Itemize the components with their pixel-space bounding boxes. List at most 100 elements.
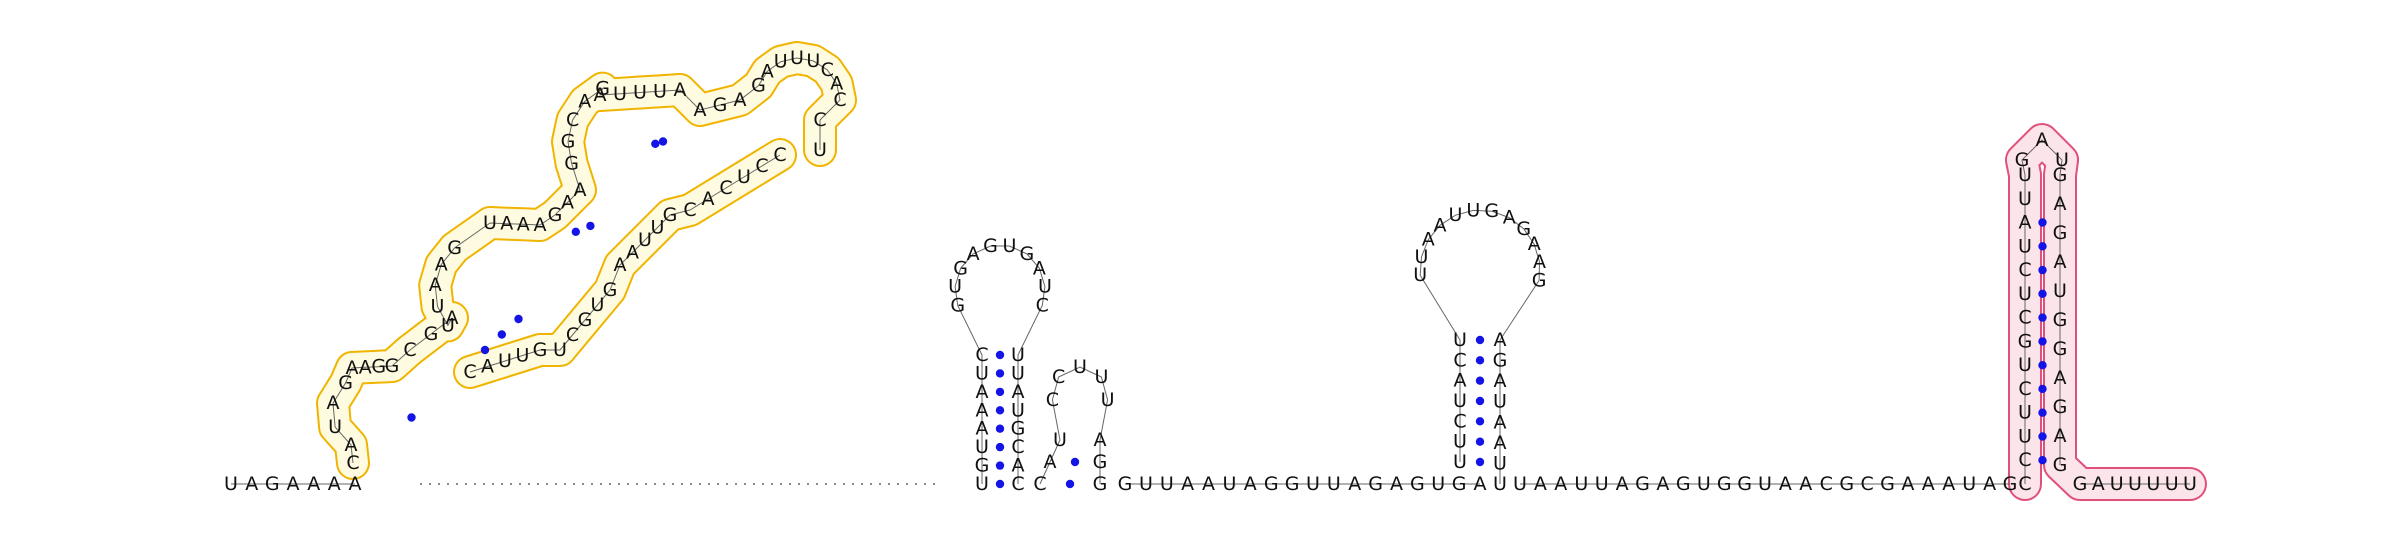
nucleotide-u: U: [2110, 473, 2124, 495]
nucleotide-a: A: [1494, 411, 1507, 433]
nucleotide-g: G: [1285, 473, 1300, 495]
nucleotide-g: G: [1635, 473, 1650, 495]
nucleotide-c: C: [833, 89, 846, 111]
backbone-orange-domain-3prime-arm: [469, 154, 781, 373]
nucleotide-g: G: [2073, 473, 2088, 495]
nucleotide-a: A: [1779, 473, 1792, 495]
nucleotide-g: G: [265, 473, 280, 495]
nucleotide-u: U: [790, 47, 804, 69]
base-pair-dot: [2038, 218, 2047, 227]
nucleotide-g: G: [1737, 473, 1752, 495]
base-pair-dot: [480, 345, 490, 355]
nucleotide-c: C: [1036, 294, 1049, 316]
nucleotide-u: U: [1306, 473, 1320, 495]
nucleotide-a: A: [734, 89, 747, 111]
base-pair-dot: [1070, 457, 1080, 467]
nucleotide-c: C: [2018, 307, 2031, 329]
nucleotide-g: G: [2053, 222, 2068, 244]
nucleotide-g: G: [1484, 200, 1499, 222]
base-pair-dot: [1475, 376, 1485, 385]
backbone-links: [231, 57, 2190, 485]
nucleotide-g: G: [2053, 396, 2068, 418]
base-pair-dot: [2038, 337, 2047, 346]
nucleotide-g: G: [663, 204, 678, 226]
base-pair-dot: [2038, 384, 2047, 394]
nucleotide-g: G: [950, 294, 965, 316]
nucleotide-a: A: [1202, 473, 1215, 495]
nucleotide-g: G: [1839, 473, 1854, 495]
nucleotide-a: A: [1554, 473, 1567, 495]
nucleotide-a: A: [2054, 367, 2067, 389]
nucleotide-g: G: [533, 339, 548, 361]
nucleotide-a: A: [245, 473, 258, 495]
backbone-hairpin-4: [1419, 209, 1541, 484]
nucleotide-u: U: [2018, 402, 2032, 424]
nucleotide-u: U: [1003, 235, 1017, 257]
nucleotide-c: C: [1453, 410, 1466, 432]
nucleotide-u: U: [806, 50, 820, 72]
base-pair-dot: [2038, 432, 2047, 441]
nucleotide-g: G: [1516, 218, 1531, 240]
nucleotide-g: G: [2003, 473, 2018, 495]
nucleotide-a: A: [1474, 473, 1487, 495]
nucleotide-c: C: [2018, 473, 2031, 495]
nucleotide-c: C: [821, 59, 834, 81]
nucleotide-u: U: [431, 296, 445, 318]
nucleotide-u: U: [638, 229, 652, 251]
nucleotide-g: G: [713, 94, 728, 116]
nucleotide-u: U: [975, 473, 989, 495]
base-pair-dot: [995, 461, 1005, 470]
nucleotide-u: U: [2018, 354, 2032, 376]
nucleotide-g: G: [1093, 473, 1108, 495]
nucleotide-a: A: [1942, 473, 1955, 495]
nucleotide-g: G: [548, 204, 563, 226]
base-pair-dot: [1065, 479, 1075, 489]
nucleotide-a: A: [359, 356, 372, 378]
base-pair-dot: [571, 227, 580, 236]
nucleotide-g: G: [603, 279, 618, 301]
nucleotide-u: U: [1038, 276, 1052, 298]
nucleotide-a: A: [761, 60, 774, 82]
nucleotide-a: A: [481, 356, 494, 378]
nucleotide-u: U: [2165, 473, 2179, 495]
nucleotide-a: A: [327, 392, 340, 414]
nucleotide-u: U: [1053, 429, 1067, 451]
nucleotide-u: U: [1697, 473, 1711, 495]
nucleotide-a: A: [287, 473, 300, 495]
nucleotide-u: U: [2018, 283, 2032, 305]
nucleotide-g: G: [975, 455, 990, 477]
nucleotide-u: U: [1449, 204, 1463, 226]
nucleotide-g: G: [983, 235, 998, 257]
nucleotide-u: U: [653, 80, 667, 102]
nucleotide-c: C: [403, 339, 416, 361]
base-pair-dot: [2038, 313, 2047, 322]
nucleotide-u: U: [1011, 344, 1025, 366]
nucleotide-c: C: [566, 109, 579, 131]
nucleotide-c: C: [346, 452, 359, 474]
nucleotide-u: U: [613, 83, 627, 105]
nucleotide-c: C: [2018, 449, 2031, 471]
nucleotide-a: A: [1901, 473, 1914, 495]
nucleotide-c: C: [1011, 473, 1024, 495]
nucleotide-c: C: [755, 155, 768, 177]
nucleotide-u: U: [2053, 280, 2067, 302]
nucleotide-a: A: [346, 357, 359, 379]
nucleotide-g: G: [371, 356, 386, 378]
nucleotide-c: C: [2018, 378, 2031, 400]
nucleotide-g: G: [2053, 338, 2068, 360]
nucleotide-g: G: [1020, 243, 1035, 265]
nucleotide-g: G: [1452, 473, 1467, 495]
base-pairs: [407, 137, 2047, 489]
nucleotide-a: A: [578, 91, 591, 113]
nucleotide-c: C: [1046, 389, 1059, 411]
nucleotide-g: G: [1880, 473, 1895, 495]
nucleotide-c: C: [975, 344, 988, 366]
nucleotide-u: U: [1453, 390, 1467, 412]
nucleotide-u: U: [2128, 473, 2142, 495]
nucleotide-u: U: [1758, 473, 1772, 495]
nucleotide-c: C: [566, 324, 579, 346]
nucleotide-u: U: [516, 345, 530, 367]
nucleotide-a: A: [1983, 473, 1996, 495]
nucleotide-c: C: [463, 361, 476, 383]
nucleotide-g: G: [338, 372, 353, 394]
